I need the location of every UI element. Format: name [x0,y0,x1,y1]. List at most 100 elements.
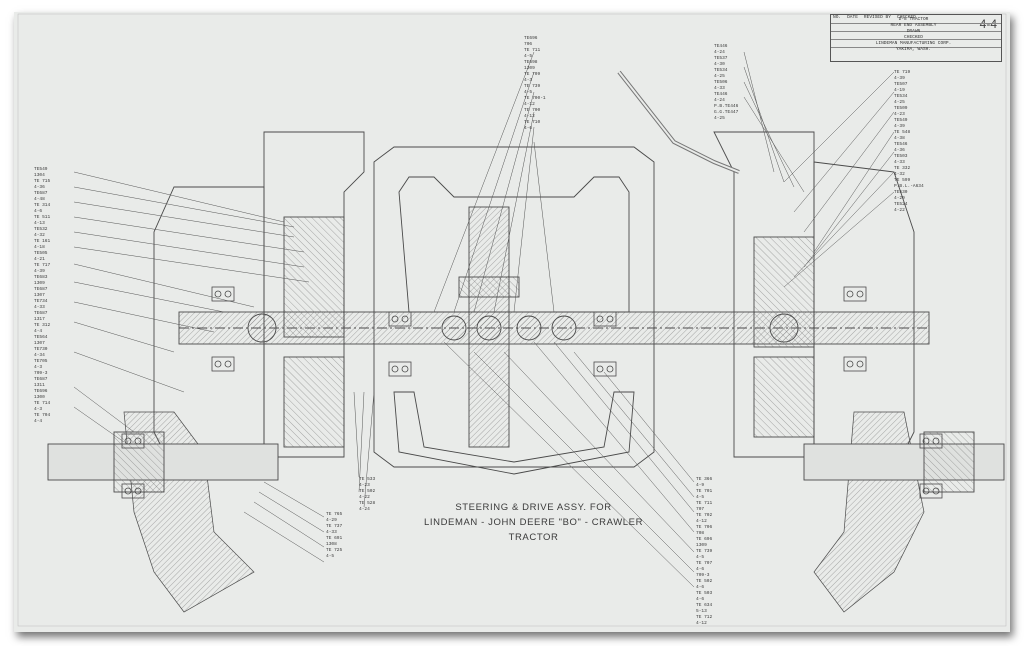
header-no: NO. [833,15,842,20]
part-callout: TE 737 [326,524,343,529]
part-callout: 4-32 [894,172,905,177]
part-callout: TE 739 [524,84,541,89]
part-callout: TE 502 [696,579,713,584]
part-callout: TE530 [894,190,908,195]
part-callout: 4-36 [894,148,905,153]
caption-line-2: LINDEMAN - JOHN DEERE "BO" - CRAWLER [424,517,644,528]
part-callout: 4-4 [34,329,43,334]
part-callout: 4-33 [326,530,337,535]
part-callout: 4-39 [894,124,905,129]
part-callout: TE 503 [696,591,713,596]
part-callout: TE446 [714,44,728,49]
part-callout: TE687 [34,287,48,292]
part-callout: TE696 [524,36,538,41]
title-line: CHECKED [904,35,923,40]
part-callout: TE537 [714,56,728,61]
part-callout: TE564 [34,335,48,340]
part-callout: 4-33 [894,160,905,165]
part-callout: TE 712 [696,615,713,620]
title-line: D-8 TRACTOR [898,17,929,22]
part-callout: TE524 [894,202,908,207]
part-callout: 4-12 [524,102,535,107]
part-callout: 1307 [34,293,45,298]
part-callout: TE 719 [894,70,911,75]
part-callout: 4-23 [894,112,905,117]
part-callout: TE 706 [696,525,713,530]
part-callout: 1317 [34,317,45,322]
drawing-caption: STEERING & DRIVE ASSY. FOR LINDEMAN - JO… [424,500,643,545]
title-block: NO. DATE REVISED BY CHECKED 4-4 D-8 TRAC… [830,14,1002,62]
part-callout: TE532 [34,227,48,232]
part-callout: TE 711 [524,48,541,53]
part-callout: TE 704 [34,413,51,418]
part-callout: 1307 [34,341,45,346]
part-callout: TE 696 [696,537,713,542]
part-callout: 1309 [696,543,707,548]
part-callout: 4-3 [524,78,533,83]
part-callout: 1309 [524,66,535,71]
part-callout: TE687 [34,377,48,382]
part-callout: TE 511 [34,215,51,220]
part-callout: 4-24 [359,507,370,512]
title-line: REAR END ASSEMBLY [890,23,937,28]
part-callout: TE 691 [326,536,343,541]
part-callout: 709-3 [696,573,710,578]
part-callout: TE687 [34,191,48,196]
part-callout: 4-39 [894,76,905,81]
part-callout: 4-12 [696,519,707,524]
header-checked: CHECKED [896,15,916,20]
part-callout: 4-5 [524,90,533,95]
part-callout: 1300 [34,395,45,400]
part-callout: 4-9 [696,483,705,488]
part-callout: 4-5 [696,555,705,560]
part-callout: 4-13 [34,221,45,226]
part-callout: P.B.L.-A634 [894,184,924,189]
title-line: YAKIMA, WASH. [895,47,932,52]
part-callout: 4-6 [524,126,533,131]
part-callout: 4-48 [34,197,45,202]
title-block-rule [831,39,1001,46]
part-callout: TE 366 [696,477,713,482]
part-callout: 4-5 [696,495,705,500]
part-callout: 4-36 [34,185,45,190]
part-callout: 4-4 [34,419,43,424]
part-callout: 1308 [326,542,337,547]
sheet-number: 4-4 [979,17,997,31]
part-callout: 1309 [34,281,45,286]
part-callout: 4-3 [34,365,43,370]
part-callout: TE 715 [34,179,51,184]
part-callout: TE503 [894,154,908,159]
title-line: LINDEMAN MANUFACTURING CORP. [875,41,952,46]
part-callout: TE 701 [696,489,713,494]
part-callout: TE549 [894,118,908,123]
part-callout: TE 765 [326,512,343,517]
part-callout: TE 332 [894,166,911,171]
part-callout: TE 709 [524,72,541,77]
title-block-rule [831,31,1001,38]
part-callout: 4-30 [714,62,725,67]
part-callout: 1304 [34,173,45,178]
part-callout: 4-19 [894,88,905,93]
header-revised-by: REVISED BY [863,15,891,20]
part-callout: 4-6 [34,209,43,214]
part-callout: TE 533 [359,477,376,482]
part-callout: 4-22 [359,495,370,500]
part-callout: TE 707 [696,561,713,566]
part-callout: 4-18 [34,245,45,250]
part-callout: TE506 [714,80,728,85]
part-callout: TE705 [34,359,48,364]
part-callout: 4-5 [524,54,533,59]
part-callout: TE687 [34,311,48,316]
part-callout: TE 314 [34,203,51,208]
part-callout: TE509 [894,106,908,111]
caption-line-3: TRACTOR [508,532,559,543]
part-callout: TE734 [34,299,48,304]
part-callout: 4-5 [326,554,335,559]
part-callout: TE507 [894,82,908,87]
part-callout: 4-25 [894,100,905,105]
part-callout: TE 702 [696,513,713,518]
